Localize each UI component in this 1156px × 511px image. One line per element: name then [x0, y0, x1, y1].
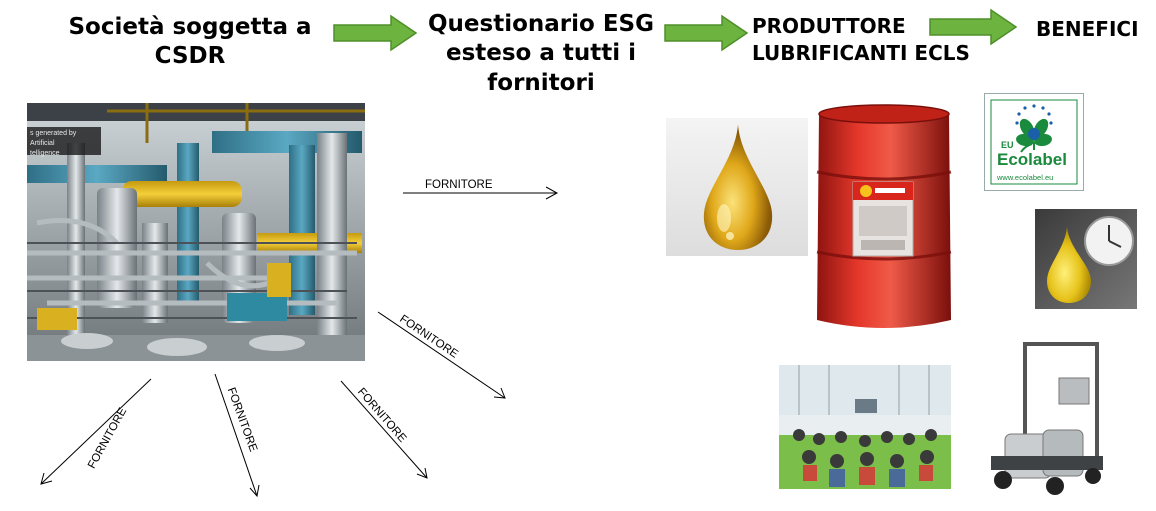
header-produttore-line-1: PRODUTTORE [752, 14, 906, 38]
header-produttore-line-2: LUBRIFICANTI ECLS [752, 41, 970, 65]
fornitore-arrow-diag-right [377, 311, 506, 399]
ecolabel-flower-icon [990, 99, 1078, 185]
fornitore-arrow-down [214, 373, 260, 498]
ecolabel-eu-text: EU [1001, 140, 1014, 150]
ecolabel-name-text: Ecolabel [997, 150, 1067, 169]
header-questionario-line-1: Questionario ESG [428, 11, 654, 37]
filtration-cart-icon [985, 338, 1115, 496]
fornitore-arrow-down-left [40, 378, 152, 485]
ecolabel-url-text: www.ecolabel.eu [997, 173, 1054, 182]
fornitore-label-right: FORNITORE [425, 179, 493, 191]
header-societa-line-1: Società soggetta a [68, 14, 312, 40]
training-meeting-photo [779, 365, 951, 489]
fornitore-arrow-down-right [340, 380, 428, 479]
ai-generated-overlay: s generated by Artificial telligence [27, 127, 101, 157]
oil-barrel-icon [816, 104, 952, 328]
green-arrow-icon [333, 14, 417, 52]
green-arrow-icon [929, 9, 1017, 45]
header-benefici: BENEFICI [1036, 17, 1156, 43]
green-arrow-icon [664, 14, 748, 52]
header-societa-line-2: CSDR [154, 43, 226, 70]
ai-overlay-line-2: telligence [30, 149, 60, 157]
fornitore-arrow-right [403, 186, 559, 200]
header-questionario-line-2: esteso a tutti i [445, 40, 637, 67]
header-questionario: Questionario ESG esteso a tutti i fornit… [410, 10, 672, 98]
header-questionario-line-3: fornitori [487, 69, 595, 96]
oil-drop-icon [666, 118, 808, 256]
header-societa-csdr: Società soggetta a CSDR [40, 13, 340, 72]
ai-overlay-line-1: s generated by Artificial [30, 130, 77, 147]
header-produttore: PRODUTTORE LUBRIFICANTI ECLS [752, 13, 992, 67]
industrial-plant-photo: s generated by Artificial telligence [27, 103, 365, 361]
oil-drop-clock-icon [1035, 209, 1137, 309]
header-benefici-text: BENEFICI [1036, 17, 1139, 41]
eu-ecolabel-logo: EU Ecolabel www.ecolabel.eu [984, 93, 1084, 191]
